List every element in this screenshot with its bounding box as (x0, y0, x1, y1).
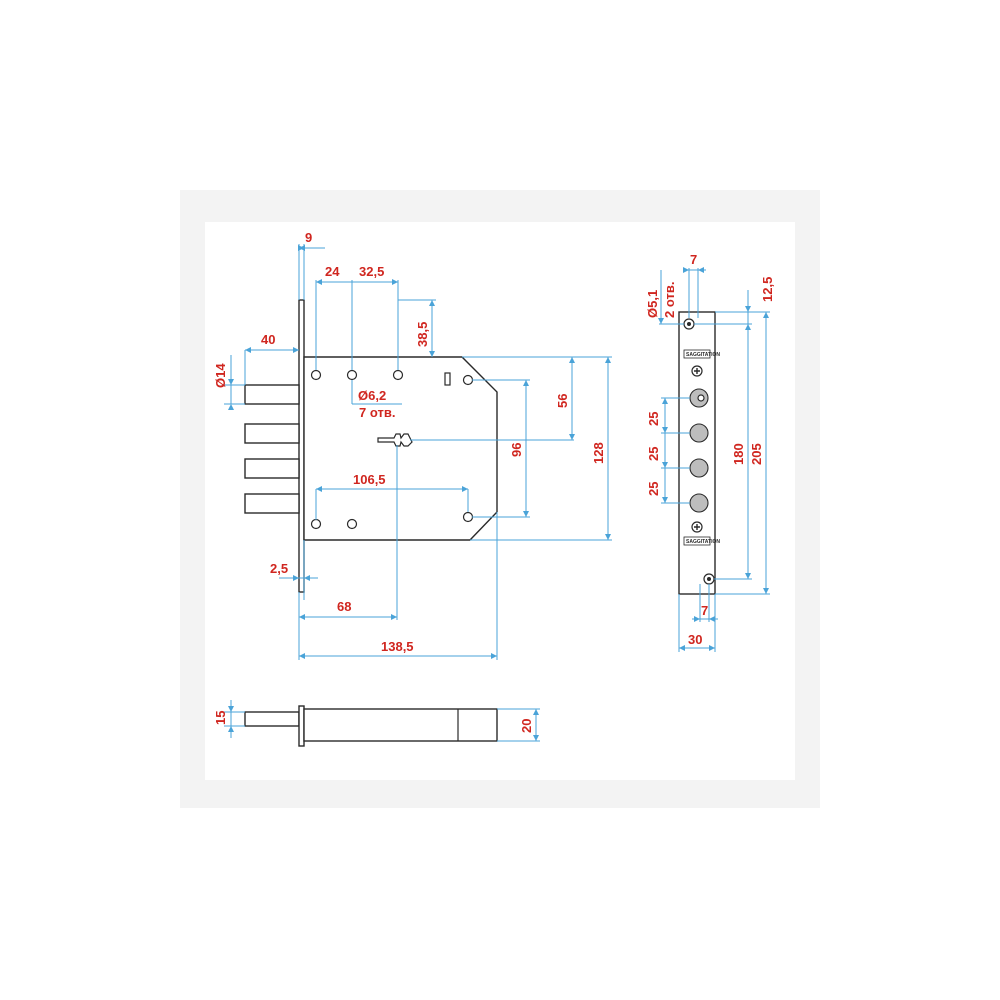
dim-label-56: 56 (555, 394, 570, 408)
dim-label-d6-2: Ø6,2 (358, 388, 386, 403)
bolt-2 (244, 423, 300, 444)
dim-label-24: 24 (325, 264, 340, 279)
strike-plate (678, 311, 716, 595)
strike-plate-view: SAGGITATION SAGGITATION (645, 252, 775, 652)
dim-label-2-5: 2,5 (270, 561, 288, 576)
mounting-hole (346, 518, 358, 530)
dim-label-32-5: 32,5 (359, 264, 384, 279)
dim-label-68: 68 (337, 599, 351, 614)
dim-label-106-5: 106,5 (353, 472, 386, 487)
bolt-4 (244, 493, 300, 514)
mounting-hole (310, 369, 322, 381)
dim-label-40: 40 (261, 332, 275, 347)
dim-label-20: 20 (519, 719, 534, 733)
dim-label-128: 128 (591, 442, 606, 464)
dim-label-25-c: 25 (646, 482, 661, 496)
bolt-1 (244, 384, 300, 405)
dim-label-25-b: 25 (646, 447, 661, 461)
mounting-hole (462, 374, 474, 386)
brand-mark-bottom: SAGGITATION (686, 539, 720, 545)
dim-label-205: 205 (749, 443, 764, 465)
brand-logo (683, 536, 711, 546)
bolt-receiver-3 (689, 458, 709, 478)
dim-label-38-5: 38,5 (415, 322, 430, 347)
dim-label-2-holes: 2 отв. (662, 282, 677, 318)
mounting-hole (462, 511, 474, 523)
dim-label-15: 15 (213, 711, 228, 725)
dim-label-25-a: 25 (646, 412, 661, 426)
mounting-hole (310, 518, 322, 530)
dim-label-96: 96 (509, 443, 524, 457)
dim-label-7-top: 7 (690, 252, 697, 267)
bolt-3 (244, 458, 300, 479)
face-plate (298, 299, 305, 593)
mounting-hole (346, 369, 358, 381)
dim-label-138-5: 138,5 (381, 639, 414, 654)
dim-label-d14: Ø14 (213, 363, 228, 388)
bolt-receiver-center (697, 394, 705, 402)
dim-label-d5-1: Ø5,1 (645, 290, 660, 318)
dim-label-180: 180 (731, 443, 746, 465)
bolt-receiver-4 (689, 493, 709, 513)
dim-label-12-5: 12,5 (760, 277, 775, 302)
face-plate-top-view (298, 705, 305, 747)
lock-top-view: 15 20 (213, 700, 540, 747)
bolt-top-view (244, 711, 300, 727)
dim-label-7-bottom: 7 (701, 603, 708, 618)
dim-label-7-holes: 7 отв. (359, 405, 395, 420)
bolt-receiver-2 (689, 423, 709, 443)
keyhole (377, 433, 413, 447)
brand-mark-top: SAGGITATION (686, 352, 720, 358)
case-top-view (303, 708, 498, 742)
dim-label-9: 9 (305, 230, 312, 245)
mounting-hole (392, 369, 404, 381)
lock-side-view: 9 24 32,5 38,5 40 Ø14 Ø6,2 7 отв. 56 96 … (213, 230, 612, 660)
brand-logo (683, 349, 711, 359)
slot-hole (444, 372, 451, 386)
dim-label-30: 30 (688, 632, 702, 647)
